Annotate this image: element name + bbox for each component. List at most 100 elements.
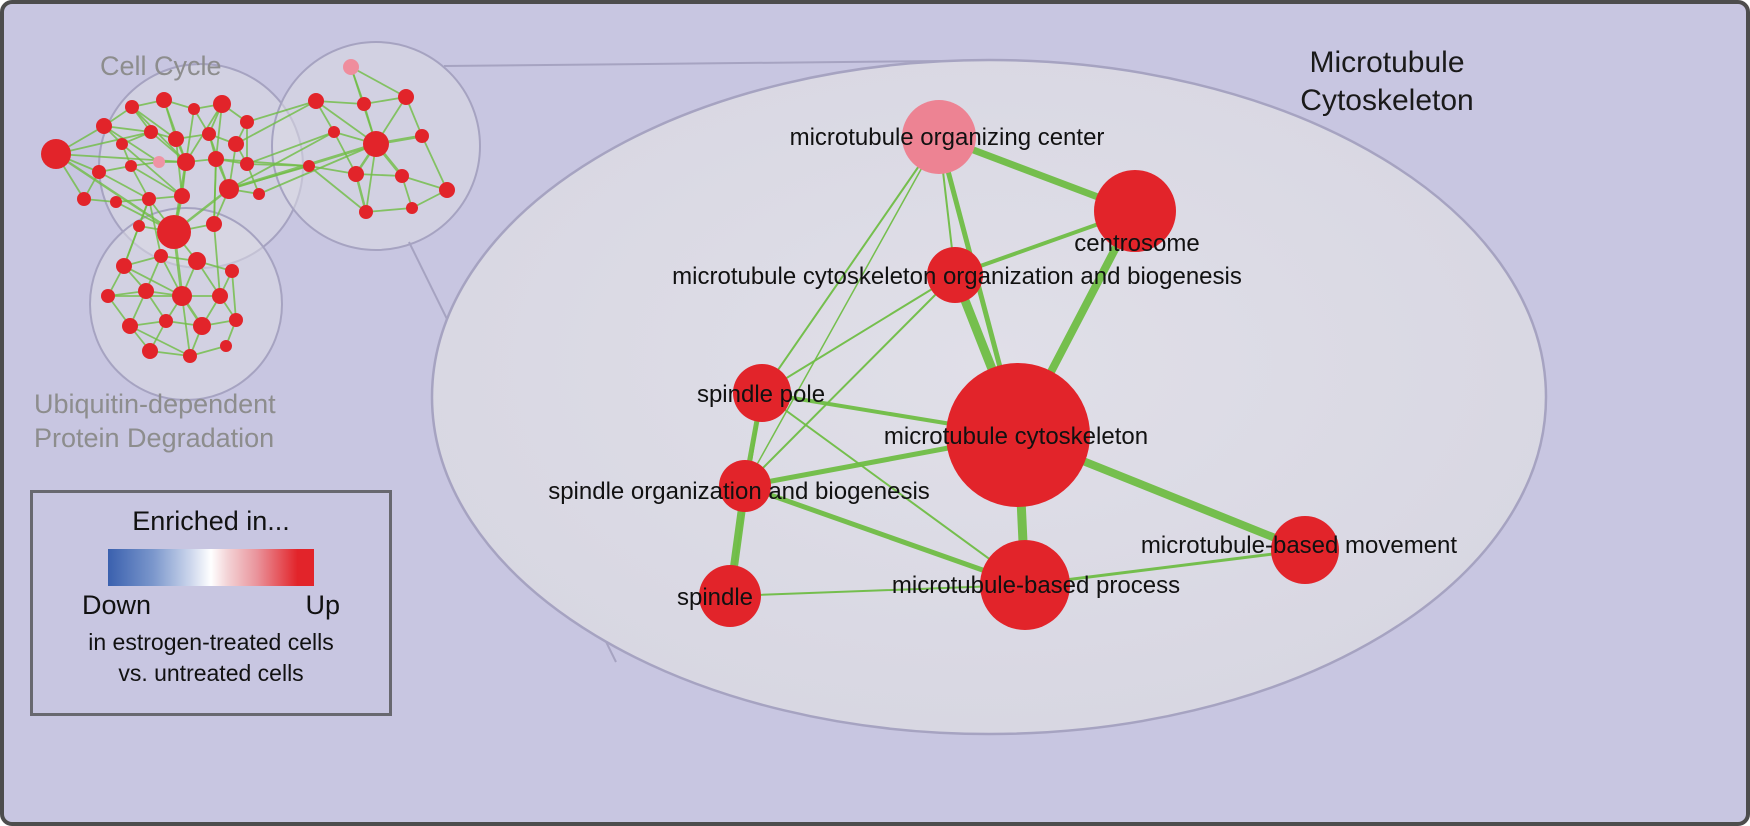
- overview-node: [303, 160, 315, 172]
- zoom-node-sob: [719, 460, 771, 512]
- overview-edge: [215, 103, 223, 160]
- zoom-node-label-mcob: microtubule cytoskeleton organization an…: [672, 263, 1242, 290]
- overview-node: [101, 289, 115, 303]
- zoom-cluster-title: Microtubule Cytoskeleton: [1237, 44, 1537, 119]
- overview-edge: [350, 66, 407, 98]
- zoom-node-mbm: [1271, 516, 1339, 584]
- cluster-label-cell-cycle: Cell Cycle: [100, 51, 222, 81]
- overview-node: [219, 179, 239, 199]
- overview-node: [138, 283, 154, 299]
- overview-edge: [365, 207, 413, 213]
- overview-edge: [130, 165, 183, 197]
- zoom-node-label-mc: microtubule cytoskeleton: [884, 423, 1148, 450]
- zoom-edge-moc-sob: [744, 136, 940, 487]
- overview-node: [125, 100, 139, 114]
- overview-edge: [246, 100, 317, 123]
- legend-down-label: Down: [82, 590, 152, 620]
- overview-node: [41, 139, 71, 169]
- overview-node: [153, 156, 165, 168]
- overview-node: [406, 202, 418, 214]
- cluster-label-ubiquitin: Ubiquitin-dependent Protein Degradation: [34, 388, 276, 456]
- overview-node: [172, 286, 192, 306]
- overview-node: [110, 196, 122, 208]
- overview-edge: [235, 100, 317, 145]
- overview-edge: [131, 106, 177, 140]
- zoom-node-spindle: [699, 565, 761, 627]
- overview-node: [225, 264, 239, 278]
- overview-node: [229, 313, 243, 327]
- ubiquitin-label-line2: Protein Degradation: [34, 422, 275, 453]
- zoom-node-label-sob: spindle organization and biogenesis: [548, 478, 930, 505]
- overview-node: [253, 188, 265, 200]
- legend-gradient-labels: Down Up: [82, 590, 340, 621]
- zoom-node-moc: [902, 100, 976, 174]
- legend-title: Enriched in...: [132, 506, 290, 536]
- legend-box: Enriched in... Down Up in estrogen-treat…: [30, 490, 392, 716]
- zoom-node-centrosome: [1094, 170, 1176, 252]
- zoom-node-label-spindle: spindle: [677, 584, 753, 611]
- overview-edge: [121, 143, 183, 197]
- overview-node: [228, 136, 244, 152]
- zoom-title-line2: Cytoskeleton: [1300, 83, 1474, 117]
- overview-node: [156, 92, 172, 108]
- overview-node: [92, 165, 106, 179]
- overview-node: [157, 215, 191, 249]
- overview-edge: [315, 100, 365, 105]
- overview-node: [240, 157, 254, 171]
- overview-node: [363, 131, 389, 157]
- overview-edge: [308, 165, 367, 213]
- overview-edge: [129, 325, 191, 357]
- overview-node: [116, 138, 128, 150]
- zoom-node-spindle_pole: [733, 364, 791, 422]
- overview-node: [206, 216, 222, 232]
- overview-node: [359, 205, 373, 219]
- network-canvas: microtubule organizing centercentrosomem…: [41, 41, 1548, 736]
- legend-subline1: in estrogen-treated cells: [88, 629, 334, 655]
- overview-node: [240, 115, 254, 129]
- overview-node: [177, 153, 195, 171]
- overview-node: [188, 252, 206, 270]
- overview-node: [439, 182, 455, 198]
- overview-node: [122, 318, 138, 334]
- zoom-node-mbp: [980, 540, 1070, 630]
- overview-edge: [246, 131, 335, 165]
- zoom-edge-sob-mbp: [742, 483, 1028, 588]
- overview-node: [415, 129, 429, 143]
- zoom-edge-mbp-spindle: [729, 584, 1026, 597]
- overview-node: [77, 192, 91, 206]
- ubiquitin-label-line1: Ubiquitin-dependent: [34, 389, 276, 419]
- overview-node: [202, 127, 216, 141]
- zoom-node-label-spindle_pole: spindle pole: [697, 381, 825, 408]
- overview-node: [398, 89, 414, 105]
- overview-node: [188, 103, 200, 115]
- overview-node: [144, 125, 158, 139]
- zoom-node-label-centrosome: centrosome: [1074, 230, 1199, 257]
- overview-edge: [246, 163, 310, 167]
- overview-node: [96, 118, 112, 134]
- overview-node: [395, 169, 409, 183]
- overview-node: [328, 126, 340, 138]
- zoom-node-label-mbp: microtubule-based process: [892, 572, 1180, 599]
- overview-edge: [228, 165, 310, 190]
- overview-node: [220, 340, 232, 352]
- zoom-node-mcob: [927, 247, 983, 303]
- zoom-edge-moc-spindle_pole: [761, 136, 940, 394]
- overview-node: [208, 151, 224, 167]
- overview-edge: [123, 265, 183, 297]
- overview-node: [357, 97, 371, 111]
- overview-node: [183, 349, 197, 363]
- overview-node: [343, 59, 359, 75]
- overview-edge: [421, 135, 448, 191]
- overview-node: [168, 131, 184, 147]
- zoom-node-label-mbm: microtubule-based movement: [1141, 532, 1457, 559]
- overview-node: [213, 95, 231, 113]
- legend-up-label: Up: [305, 590, 340, 620]
- legend-subline2: vs. untreated cells: [118, 660, 304, 687]
- overview-node: [142, 343, 158, 359]
- zoom-edge-mbp-mbm: [1023, 548, 1307, 587]
- overview-edge: [228, 131, 335, 190]
- overview-edge: [103, 125, 160, 163]
- overview-node: [193, 317, 211, 335]
- overview-node: [154, 249, 168, 263]
- overview-node: [125, 160, 137, 172]
